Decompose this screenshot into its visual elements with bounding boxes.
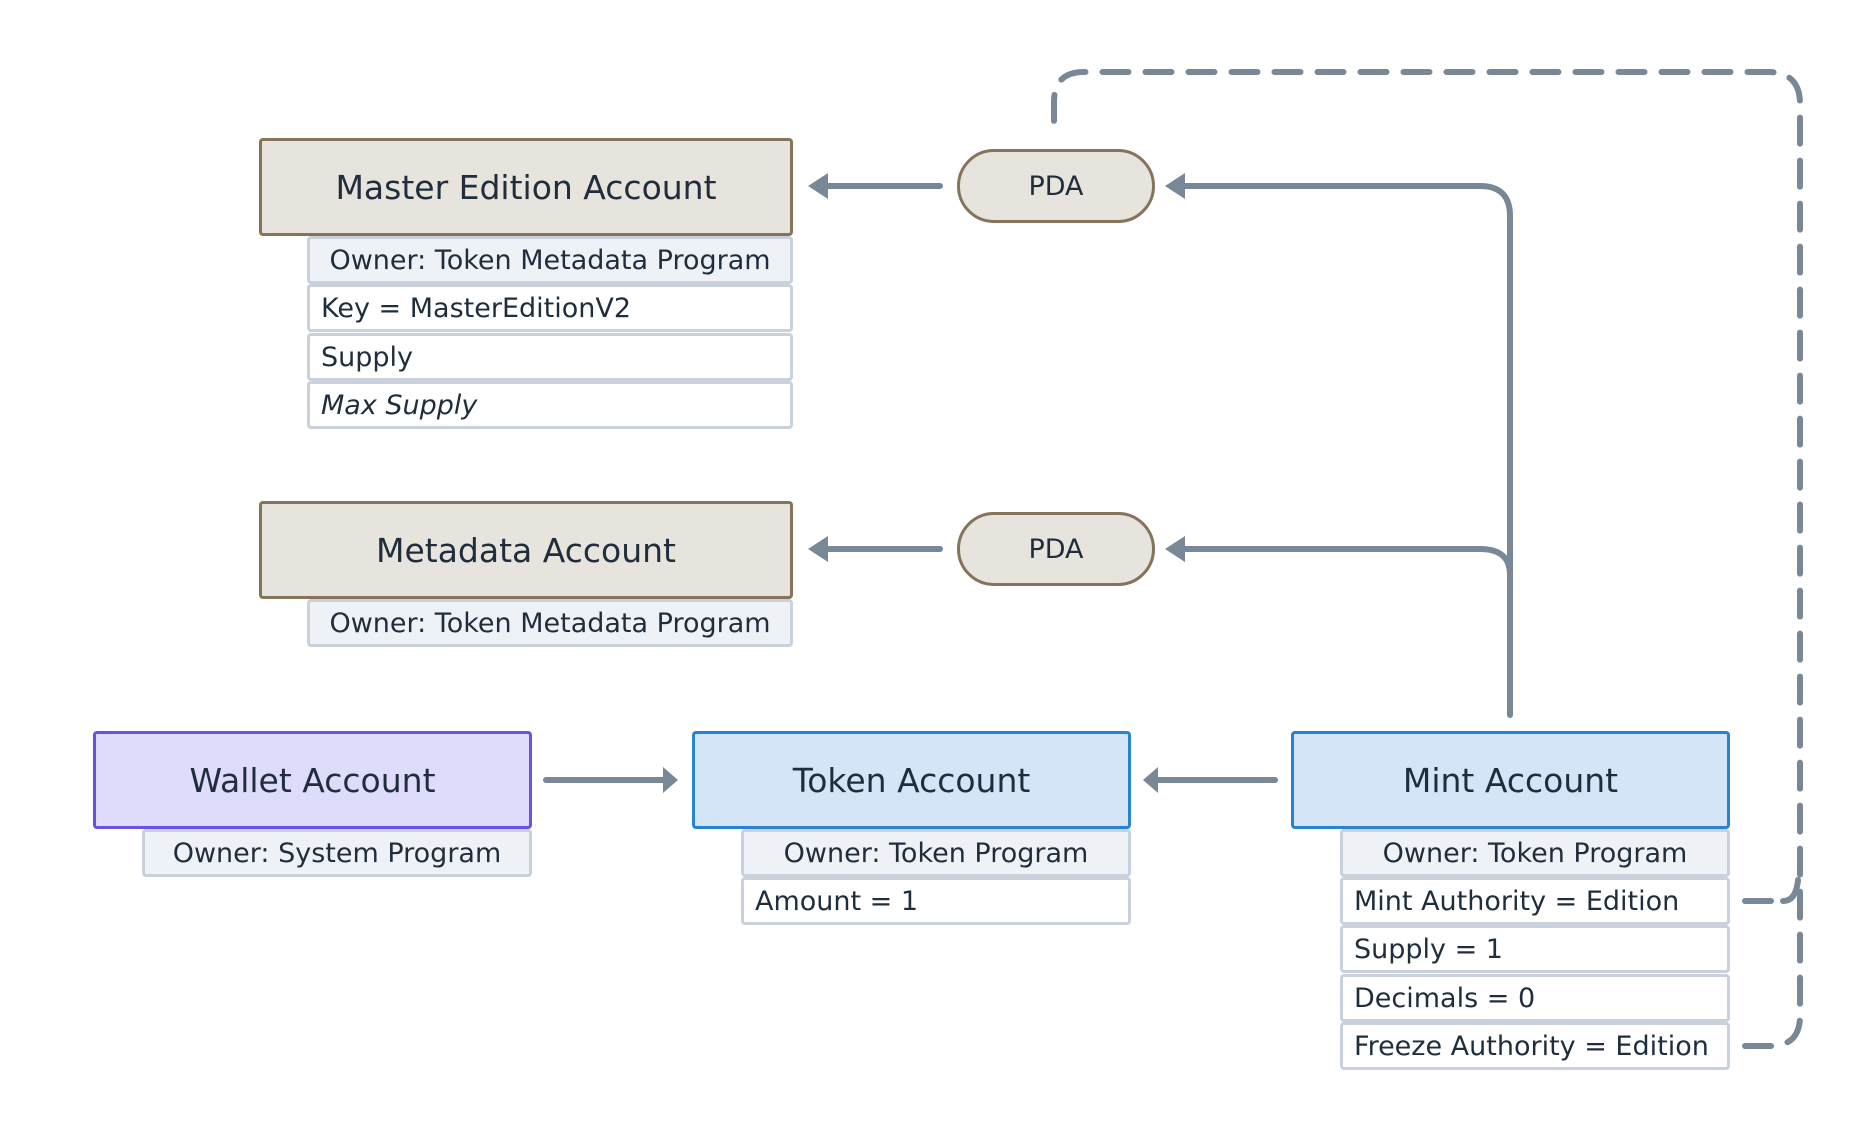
mint-account-title: Mint Account (1402, 760, 1619, 800)
metadata-owner-row: Owner: Token Metadata Program (307, 599, 793, 647)
master-edition-key-row: Key = MasterEditionV2 (307, 284, 793, 332)
metadata-account-title: Metadata Account (376, 530, 676, 570)
metadata-account-box: Metadata Account (259, 501, 793, 599)
arrowhead-master-edition (808, 173, 828, 199)
edge-mint-to-pda-bottom (1182, 546, 1513, 578)
pda-label: PDA (1028, 533, 1084, 565)
master-edition-supply-row: Supply (307, 333, 793, 381)
wallet-owner-row: Owner: System Program (142, 829, 532, 877)
pda-label: PDA (1028, 170, 1084, 202)
wallet-account-box: Wallet Account (93, 731, 532, 829)
master-edition-account-title: Master Edition Account (335, 167, 717, 207)
token-account-title: Token Account (792, 760, 1031, 800)
token-account-box: Token Account (692, 731, 1131, 829)
arrowhead-pda-top (1165, 173, 1185, 199)
pda-node-metadata: PDA (957, 512, 1155, 586)
master-edition-max-supply-row: Max Supply (307, 381, 793, 429)
mint-owner-row: Owner: Token Program (1340, 829, 1730, 877)
arrowhead-metadata (808, 536, 828, 562)
mint-account-box: Mint Account (1291, 731, 1730, 829)
mint-decimals-row: Decimals = 0 (1340, 974, 1730, 1022)
mint-freeze-authority-row: Freeze Authority = Edition (1340, 1022, 1730, 1070)
token-amount-row: Amount = 1 (741, 877, 1131, 925)
edge-authority-loop-tick (1780, 877, 1801, 904)
arrowhead-token-from-mint (1143, 767, 1158, 793)
edge-mint-to-pda-top (1182, 183, 1513, 718)
wallet-account-title: Wallet Account (189, 760, 436, 800)
arrowhead-token-from-wallet (663, 767, 678, 793)
edge-authority-loop (1051, 69, 1803, 1049)
pda-node-master-edition: PDA (957, 149, 1155, 223)
arrowhead-pda-bottom (1165, 536, 1185, 562)
master-edition-account-box: Master Edition Account (259, 138, 793, 236)
master-edition-owner-row: Owner: Token Metadata Program (307, 236, 793, 284)
mint-authority-row: Mint Authority = Edition (1340, 877, 1730, 925)
mint-supply-row: Supply = 1 (1340, 925, 1730, 973)
token-owner-row: Owner: Token Program (741, 829, 1131, 877)
